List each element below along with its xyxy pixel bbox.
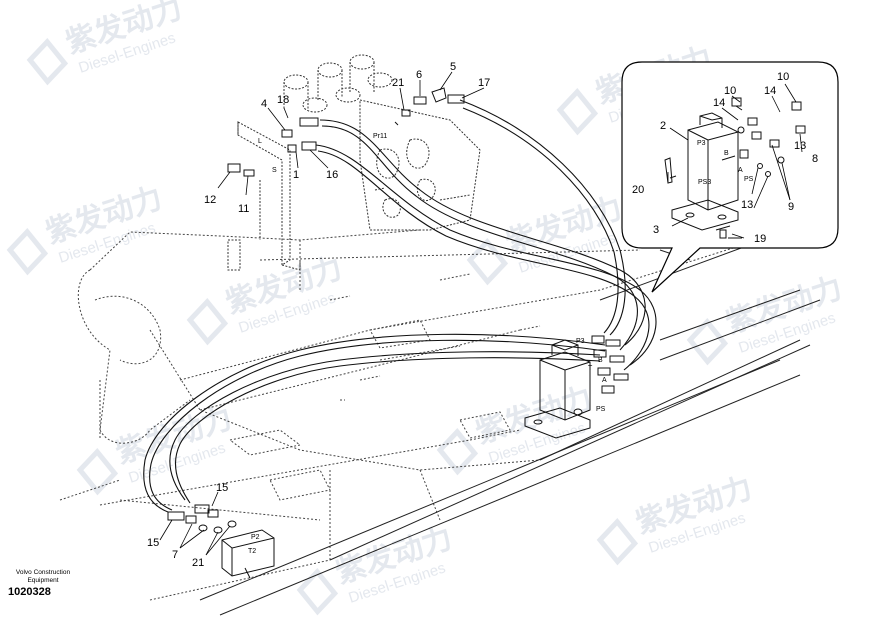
callout-18: 18 [277, 94, 289, 106]
callout-6: 6 [416, 69, 422, 81]
callout-5: 5 [450, 61, 456, 73]
callout-9: 9 [788, 201, 794, 213]
callout-21-top: 21 [392, 77, 404, 89]
track-frame-lines [199, 229, 821, 616]
control-valve-block [283, 54, 481, 231]
port-labels: P3 T A PS B P3 PS3 B A PS P2 T2 L S Pr11 [248, 133, 754, 555]
callout-12: 12 [204, 194, 216, 206]
callout-19: 19 [754, 233, 766, 245]
inset-port-label-ps3: PS3 [698, 179, 711, 186]
callout-16: 16 [326, 169, 338, 181]
port-label-t: T [588, 365, 593, 372]
callout-20: 20 [632, 184, 644, 196]
valve-label-l: L [258, 138, 262, 145]
drawing-number: 1020328 [8, 586, 51, 598]
port-label-t2: T2 [248, 548, 256, 555]
inset-port-label-b: B [724, 150, 729, 157]
footer-brand-line1: Volvo Construction [15, 569, 71, 576]
mounting-bracket [227, 121, 301, 271]
main-valve-assembly [524, 335, 629, 439]
callout-4: 4 [261, 98, 267, 110]
port-label-p3: P3 [576, 338, 585, 345]
callout-numbers: 21 6 5 17 4 18 12 11 1 16 2 10 10 14 14 … [147, 61, 818, 569]
callout-11: 11 [238, 203, 249, 215]
callout-10-a: 10 [724, 85, 736, 97]
callout-13-b: 13 [794, 140, 806, 152]
callout-17: 17 [478, 77, 490, 89]
callout-10-b: 10 [777, 71, 789, 83]
callout-1: 1 [293, 169, 299, 181]
valve-label-s: S [272, 167, 277, 174]
footer-brand: Volvo Construction Equipment [8, 569, 78, 585]
valve-label-pr11: Pr11 [373, 133, 387, 140]
callout-2: 2 [660, 120, 666, 132]
bottom-left-fittings [167, 504, 275, 579]
port-label-p2: P2 [251, 534, 260, 541]
callout-14-a: 14 [713, 97, 725, 109]
footer-brand-line2: Equipment [27, 577, 59, 584]
callout-8: 8 [812, 153, 818, 165]
leader-lines [159, 71, 803, 556]
callout-14-b: 14 [764, 85, 776, 97]
port-label-a: A [602, 377, 607, 384]
callout-21-bottom: 21 [192, 557, 204, 569]
top-left-fittings [227, 87, 465, 177]
callout-15-a: 15 [216, 482, 228, 494]
inset-port-label-ps: PS [744, 176, 754, 183]
inset-port-label-p3: P3 [697, 140, 706, 147]
callout-13-a: 13 [741, 199, 753, 211]
callout-7: 7 [172, 549, 178, 561]
inset-port-label-a: A [738, 167, 743, 174]
detail-inset-bubble [621, 61, 839, 293]
callout-15-b: 15 [147, 537, 159, 549]
callout-3: 3 [653, 224, 659, 236]
port-label-b: B [598, 357, 603, 364]
port-label-ps: PS [596, 406, 606, 413]
hydraulic-hoses [143, 99, 657, 513]
